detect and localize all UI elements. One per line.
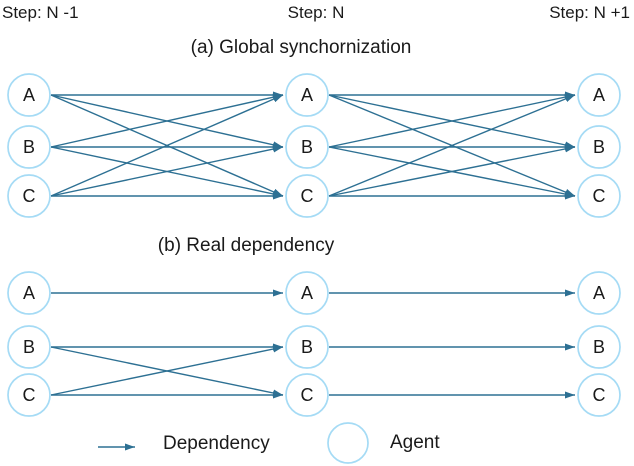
agent-label: C — [23, 385, 36, 405]
agent-label: C — [23, 186, 36, 206]
agent-node-b-step1-C: C — [285, 373, 329, 417]
dependency-edge-b-C0-to-B1 — [50, 345, 284, 396]
agent-node-a-step0-A: A — [7, 73, 51, 117]
agent-circle — [577, 174, 621, 218]
agent-circle — [7, 271, 51, 315]
legend-dependency-label: Dependency — [163, 433, 270, 454]
legend-agent-circle-icon — [327, 422, 369, 464]
dependency-edge-a-C1-to-A2 — [328, 94, 576, 197]
agent-circle — [7, 325, 51, 369]
agent-circle — [7, 373, 51, 417]
agent-circle — [577, 271, 621, 315]
step-label-n-plus-1: Step: N +1 — [549, 3, 630, 22]
agent-label: A — [23, 85, 35, 105]
agent-label: B — [301, 337, 313, 357]
agent-label: A — [593, 85, 605, 105]
agent-circle — [577, 125, 621, 169]
step-label-n-minus-1: Step: N -1 — [2, 3, 79, 22]
agent-circle — [285, 271, 329, 315]
agent-node-a-step1-B: B — [285, 125, 329, 169]
agent-label: A — [23, 283, 35, 303]
agent-node-a-step2-A: A — [577, 73, 621, 117]
agent-circle — [7, 125, 51, 169]
agent-node-b-step1-B: B — [285, 325, 329, 369]
agent-circle — [7, 174, 51, 218]
agent-circle — [285, 73, 329, 117]
agent-circle — [285, 373, 329, 417]
step-label-n: Step: N — [287, 3, 345, 22]
agent-label: C — [301, 186, 314, 206]
agent-node-a-step1-C: C — [285, 174, 329, 218]
agent-node-b-step0-B: B — [7, 325, 51, 369]
dependency-edge-a-B1-to-A2 — [328, 93, 576, 148]
agent-node-a-step0-C: C — [7, 174, 51, 218]
dependency-edge-a-C1-to-B2 — [328, 145, 576, 197]
agent-label: C — [593, 385, 606, 405]
agent-node-b-step1-A: A — [285, 271, 329, 315]
agent-node-b-step2-C: C — [577, 373, 621, 417]
agent-node-b-step2-B: B — [577, 325, 621, 369]
agent-node-a-step2-B: B — [577, 125, 621, 169]
agent-node-b-step0-C: C — [7, 373, 51, 417]
caption-real-dependency: (b) Real dependency — [157, 235, 335, 256]
caption-global-synchronization: (a) Global synchornization — [190, 37, 412, 58]
legend-agent-label: Agent — [390, 432, 440, 453]
agent-circle — [285, 125, 329, 169]
agent-node-a-step1-A: A — [285, 73, 329, 117]
agent-label: A — [301, 85, 313, 105]
agent-label: C — [301, 385, 314, 405]
agent-circle — [285, 325, 329, 369]
agent-circle — [577, 325, 621, 369]
agent-label: B — [23, 337, 35, 357]
agent-label: B — [23, 137, 35, 157]
agent-label: C — [593, 186, 606, 206]
agent-node-b-step0-A: A — [7, 271, 51, 315]
agent-node-a-step2-C: C — [577, 174, 621, 218]
agent-circle — [577, 373, 621, 417]
agent-label: A — [301, 283, 313, 303]
agent-label: B — [593, 137, 605, 157]
agent-circle — [285, 174, 329, 218]
agent-circle — [7, 73, 51, 117]
dependency-edge-a-B0-to-A1 — [50, 93, 284, 148]
agent-label: B — [593, 337, 605, 357]
agent-node-a-step0-B: B — [7, 125, 51, 169]
dependency-edge-a-C0-to-A1 — [50, 94, 284, 197]
agent-label: A — [593, 283, 605, 303]
agent-label: B — [301, 137, 313, 157]
agent-node-b-step2-A: A — [577, 271, 621, 315]
dependency-edge-a-C0-to-B1 — [50, 145, 284, 197]
agent-circle — [577, 73, 621, 117]
